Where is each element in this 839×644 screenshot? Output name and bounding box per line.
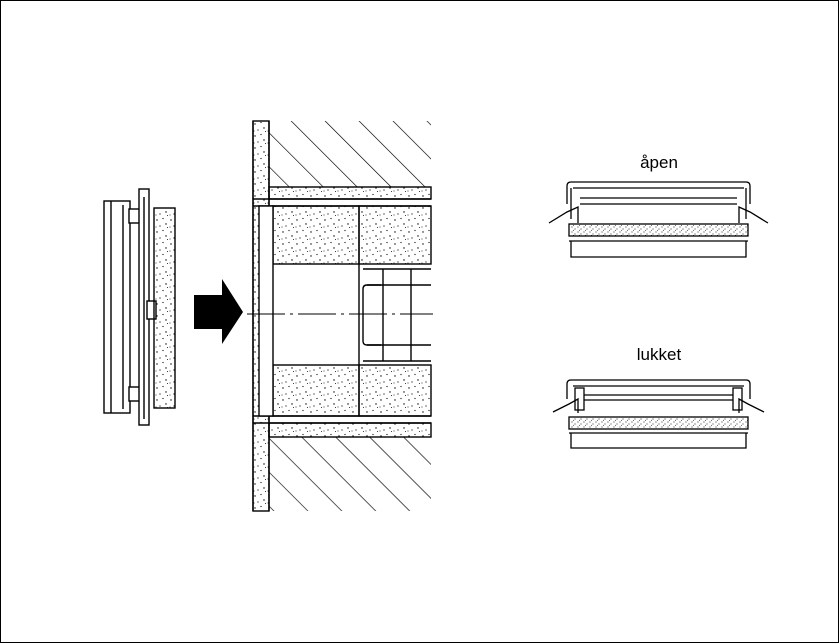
- vent-cover-side-view: [103, 188, 176, 426]
- right-arrow-icon: [194, 279, 243, 344]
- closed-label: lukket: [637, 345, 682, 364]
- vent-open-section: [548, 181, 769, 258]
- open-label: åpen: [640, 153, 678, 172]
- wall-section: [247, 120, 433, 512]
- vent-closed-section: [552, 379, 765, 449]
